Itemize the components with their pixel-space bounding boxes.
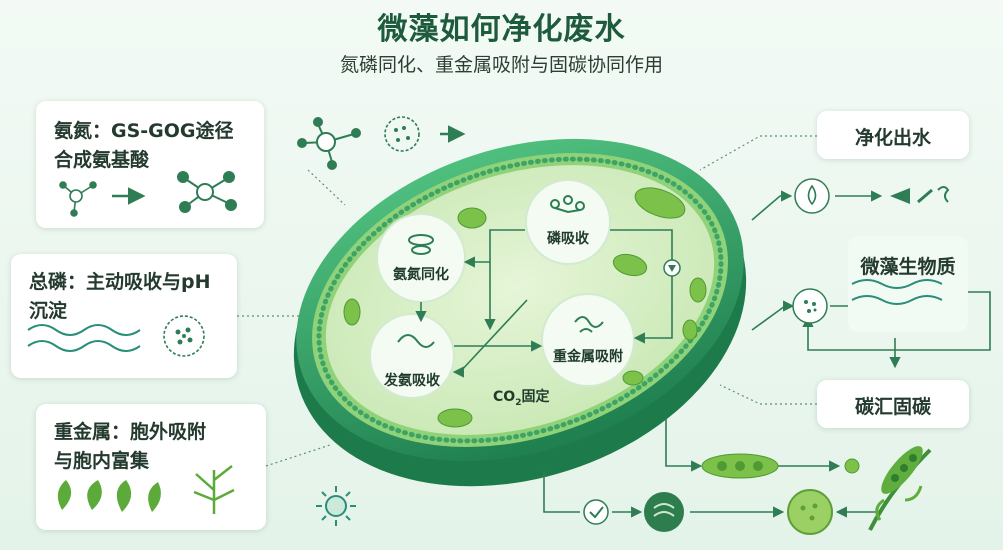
cell-membrane xyxy=(312,153,728,447)
phosphorus-card: 总磷：主动吸收与pH 沉淀 xyxy=(11,254,237,378)
bottom-flow xyxy=(543,418,880,518)
biomass-card: 微藻生物质 xyxy=(848,236,968,332)
phosphorus-card-text: 总磷：主动吸收与pH 沉淀 xyxy=(29,268,211,326)
valve-icon xyxy=(663,259,681,277)
water-drop-icon xyxy=(794,178,830,214)
metals-card: 重金属：胞外吸附 与胞内富集 xyxy=(36,404,266,530)
metal-node-label: 重金属吸附 xyxy=(553,349,623,365)
cell-cytoplasm xyxy=(325,165,715,435)
phosphorus-card-line2: 沉淀 xyxy=(29,300,68,322)
cell-disc-icon xyxy=(787,489,833,535)
nitrogen-card: 氨氮：GS-GOG途径 合成氨基酸 xyxy=(36,101,264,228)
denitrification-node-label: 发氨吸收 xyxy=(384,373,440,389)
leader-lines xyxy=(237,135,817,467)
carbon-sink-label: 碳汇固碳 xyxy=(854,396,931,418)
metals-card-line1: 重金属：胞外吸附 xyxy=(54,421,207,443)
microbe-icon xyxy=(316,486,356,526)
seed-icon xyxy=(844,458,860,474)
fish-icon xyxy=(890,186,950,204)
clean-water-card: 净化出水 xyxy=(817,111,969,159)
biomass-label: 微藻生物质 xyxy=(860,256,956,278)
cell-cluster-icon xyxy=(384,116,420,152)
co2-tail: 固定 xyxy=(521,389,550,405)
pea-pod-icon xyxy=(701,453,779,479)
ammonia-node-label: 氨氮同化 xyxy=(393,267,449,283)
metals-card-line2: 与胞内富集 xyxy=(54,450,150,472)
algae-icon xyxy=(644,492,684,532)
nitrogen-card-text: 氨氮：GS-GOG途径 合成氨基酸 xyxy=(54,117,234,175)
nitrogen-card-line2: 合成氨基酸 xyxy=(54,149,150,171)
molecule-icon-top xyxy=(297,117,361,170)
carbon-sink-card: 碳汇固碳 xyxy=(817,380,969,428)
cell-bead-ring xyxy=(316,156,724,444)
check-icon xyxy=(583,499,609,525)
biomass-icon xyxy=(792,288,828,324)
seaweed-icon xyxy=(868,446,932,531)
co2-sub: 2 xyxy=(515,397,522,408)
phosphorus-card-line1: 总磷：主动吸收与pH xyxy=(29,271,211,293)
co2-fixation-label: CO2固定 xyxy=(493,386,549,408)
cell-base xyxy=(293,149,747,487)
nitrogen-card-line1: 氨氮：GS-GOG途径 xyxy=(54,120,234,142)
co2-main: CO xyxy=(493,389,516,405)
phosphate-node-label: 磷吸收 xyxy=(547,231,589,247)
page-title: 微藻如何净化废水 xyxy=(377,12,626,47)
clean-water-label: 净化出水 xyxy=(854,127,931,149)
page-subtitle: 氮磷同化、重金属吸附与固碳协同作用 xyxy=(339,54,663,76)
cell-outer-wall xyxy=(296,138,744,462)
metals-card-text: 重金属：胞外吸附 与胞内富集 xyxy=(54,418,206,476)
